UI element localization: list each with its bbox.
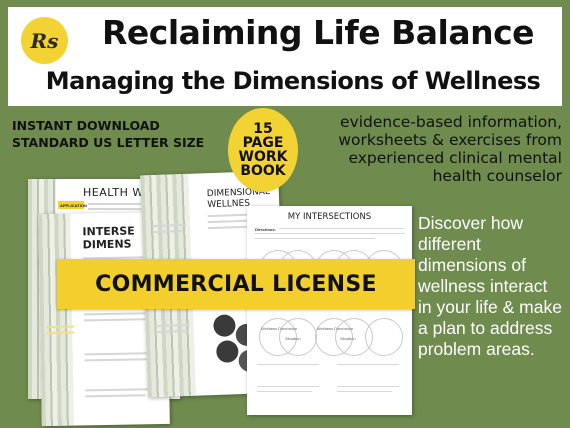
text-line [257,364,319,365]
download-info-line1: INSTANT DOWNLOAD [12,118,160,133]
header-panel: Rs Reclaiming Life Balance Managing the … [8,7,562,106]
text-line [257,391,312,392]
description-text: evidence-based information, worksheets &… [338,113,562,185]
dimension-circle [215,340,239,363]
text-line [255,233,405,234]
venn-circle [365,318,403,356]
page-heading-intersect: INTERSE [82,224,135,239]
text-line [88,208,143,210]
text-line [84,358,151,362]
text-line [257,386,319,387]
situation-label: Situation [285,336,301,341]
wellness-dimension-label: Wellness Dimension [261,326,298,331]
page-heading-my-intersections: MY INTERSECTIONS [287,212,372,222]
download-info: INSTANT DOWNLOAD STANDARD US LETTER SIZE [12,117,222,151]
logo-text: Rs [30,28,59,53]
heading-health: HEALTH [83,186,129,199]
commercial-license-text: COMMERCIAL LICENSE [95,271,377,297]
text-line [337,364,399,365]
text-line [279,228,404,229]
text-line [85,394,146,398]
logo: Rs [21,17,68,64]
badge-line1: 15 [253,121,273,137]
text-line [255,238,375,239]
badge-line2: PAGE [242,135,284,151]
workbook-page-my-intersections: MY INTERSECTIONS Directions: Situation S… [247,206,412,415]
dimension-circle [213,314,236,338]
badge-line3: WORK [238,149,288,165]
text-line [84,352,155,356]
directions-label: Directions: [255,227,276,232]
badge-line4: BOOK [240,163,286,179]
text-line [337,391,392,392]
text-line [337,386,399,387]
situation-label: Situation [340,336,356,341]
page-heading-wellness: WELLNES [207,198,251,211]
discover-text: Discover how different dimensions of wel… [418,213,562,359]
commercial-license-banner: COMMERCIAL LICENSE [57,259,415,309]
text-line [84,318,153,322]
page-title: Reclaiming Life Balance [101,13,535,52]
wellness-dimension-label: Wellness Dimension [317,326,354,331]
text-line [88,203,148,205]
application-label: APPLICATION [60,203,87,208]
page-subtitle: Managing the Dimensions of Wellness [45,67,541,95]
application-tag: APPLICATION [58,201,87,209]
text-line [85,388,156,392]
download-info-line2: STANDARD US LETTER SIZE [12,135,205,150]
page-photo [38,213,74,427]
page-count-badge: 15 PAGE WORK BOOK [228,108,298,192]
page-heading-dimens: DIMENS [82,237,132,252]
